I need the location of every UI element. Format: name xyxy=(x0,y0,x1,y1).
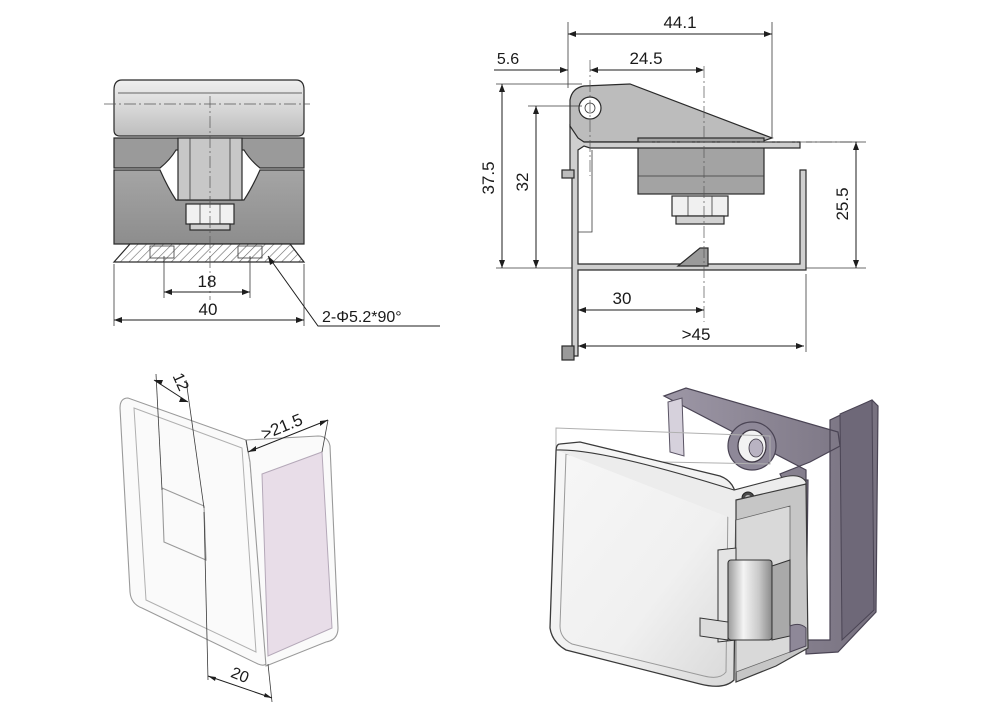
dim-label-offset: 5.6 xyxy=(497,51,519,68)
render-front-plate xyxy=(549,441,737,687)
dim-label-hole-pitch: 18 xyxy=(198,272,217,291)
glass-pane-right xyxy=(261,451,333,657)
dim-label-pivot-distance: 24.5 xyxy=(629,49,662,68)
dim-label-bottom-edge: 20 xyxy=(228,665,251,687)
dim-label-overall-width: 44.1 xyxy=(663,13,696,32)
render-barrel-knuckle xyxy=(727,559,773,641)
dim-label-min-depth: >45 xyxy=(682,325,711,344)
dim-label-right-height: 25.5 xyxy=(833,187,852,220)
hole-callout-label: 2-Φ5.2*90° xyxy=(322,309,402,326)
front-view: 18 40 2-Φ5.2*90° xyxy=(104,79,440,327)
hinge-3d-render xyxy=(549,387,879,687)
dim-label-base-depth: 30 xyxy=(613,289,632,308)
dim-label-front-width: 40 xyxy=(199,300,218,319)
front-gasket-hatched xyxy=(112,243,306,263)
dim-label-total-height: 37.5 xyxy=(479,161,498,194)
front-clamp-band xyxy=(113,137,305,169)
front-cover-plate xyxy=(113,79,305,137)
glass-square-cutout xyxy=(161,487,207,561)
side-screw-head xyxy=(671,195,729,217)
side-view: 44.1 5.6 24.5 37.5 32 25.5 30 >45 xyxy=(479,13,866,361)
dim-label-mid-height: 32 xyxy=(513,173,532,192)
dim-label-cutout-offset: 12 xyxy=(169,371,192,394)
glass-cutout-view: 12 >21.5 20 xyxy=(119,371,339,703)
hole-callout-leader xyxy=(267,255,440,327)
